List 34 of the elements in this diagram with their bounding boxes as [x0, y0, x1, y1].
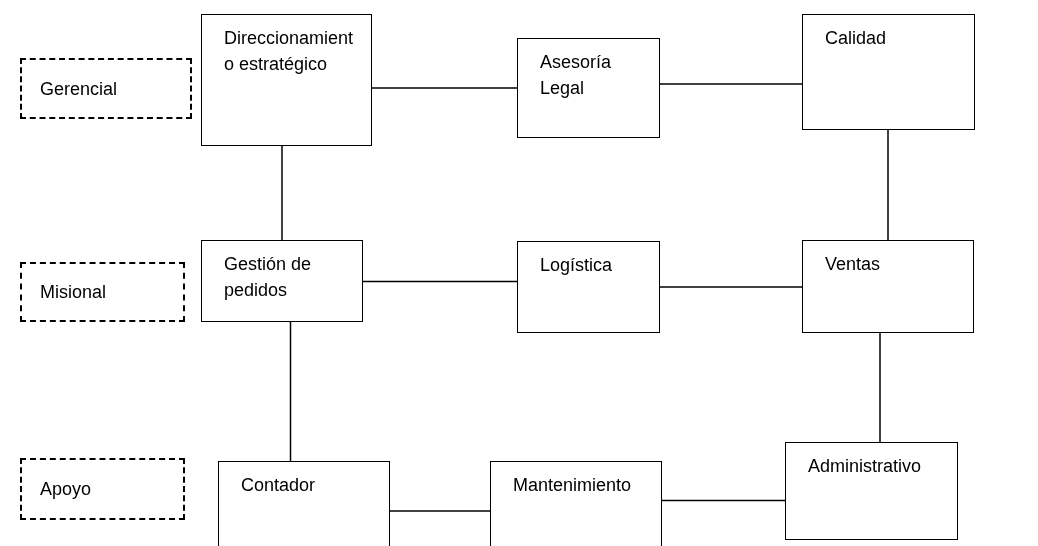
box-label: Misional	[40, 281, 107, 304]
level-box	[20, 458, 185, 520]
process-box	[802, 240, 974, 333]
box-label: Direccionamiento estratégico	[224, 27, 355, 76]
box-label: Administrativo	[808, 455, 922, 478]
process-box	[201, 240, 363, 322]
box-label: Gerencial	[40, 77, 118, 101]
process-box	[218, 461, 390, 546]
connector-line	[659, 83, 803, 85]
process-box	[517, 38, 660, 138]
level-box	[20, 262, 185, 322]
connector-line	[887, 129, 889, 241]
box-label: Gestión de pedidos	[224, 253, 313, 302]
process-box	[517, 241, 660, 333]
connector-line	[281, 145, 283, 241]
process-box	[201, 14, 372, 146]
process-box	[490, 461, 662, 546]
connector-line	[879, 332, 881, 443]
process-box	[785, 442, 958, 540]
connector-line	[371, 87, 518, 89]
box-label: Logística	[540, 254, 613, 277]
box-label: Calidad	[825, 27, 887, 50]
box-label: Mantenimiento	[513, 474, 632, 497]
connector-line	[362, 280, 518, 283]
connector-line	[661, 499, 786, 502]
process-box	[802, 14, 975, 130]
box-label: Asesoría Legal	[540, 51, 613, 100]
box-label: Apoyo	[40, 478, 92, 501]
level-box	[20, 58, 192, 119]
connector-line	[659, 286, 803, 288]
box-label: Contador	[241, 474, 316, 497]
connector-line	[289, 321, 292, 462]
box-label: Ventas	[825, 253, 881, 276]
connector-line	[389, 510, 491, 512]
